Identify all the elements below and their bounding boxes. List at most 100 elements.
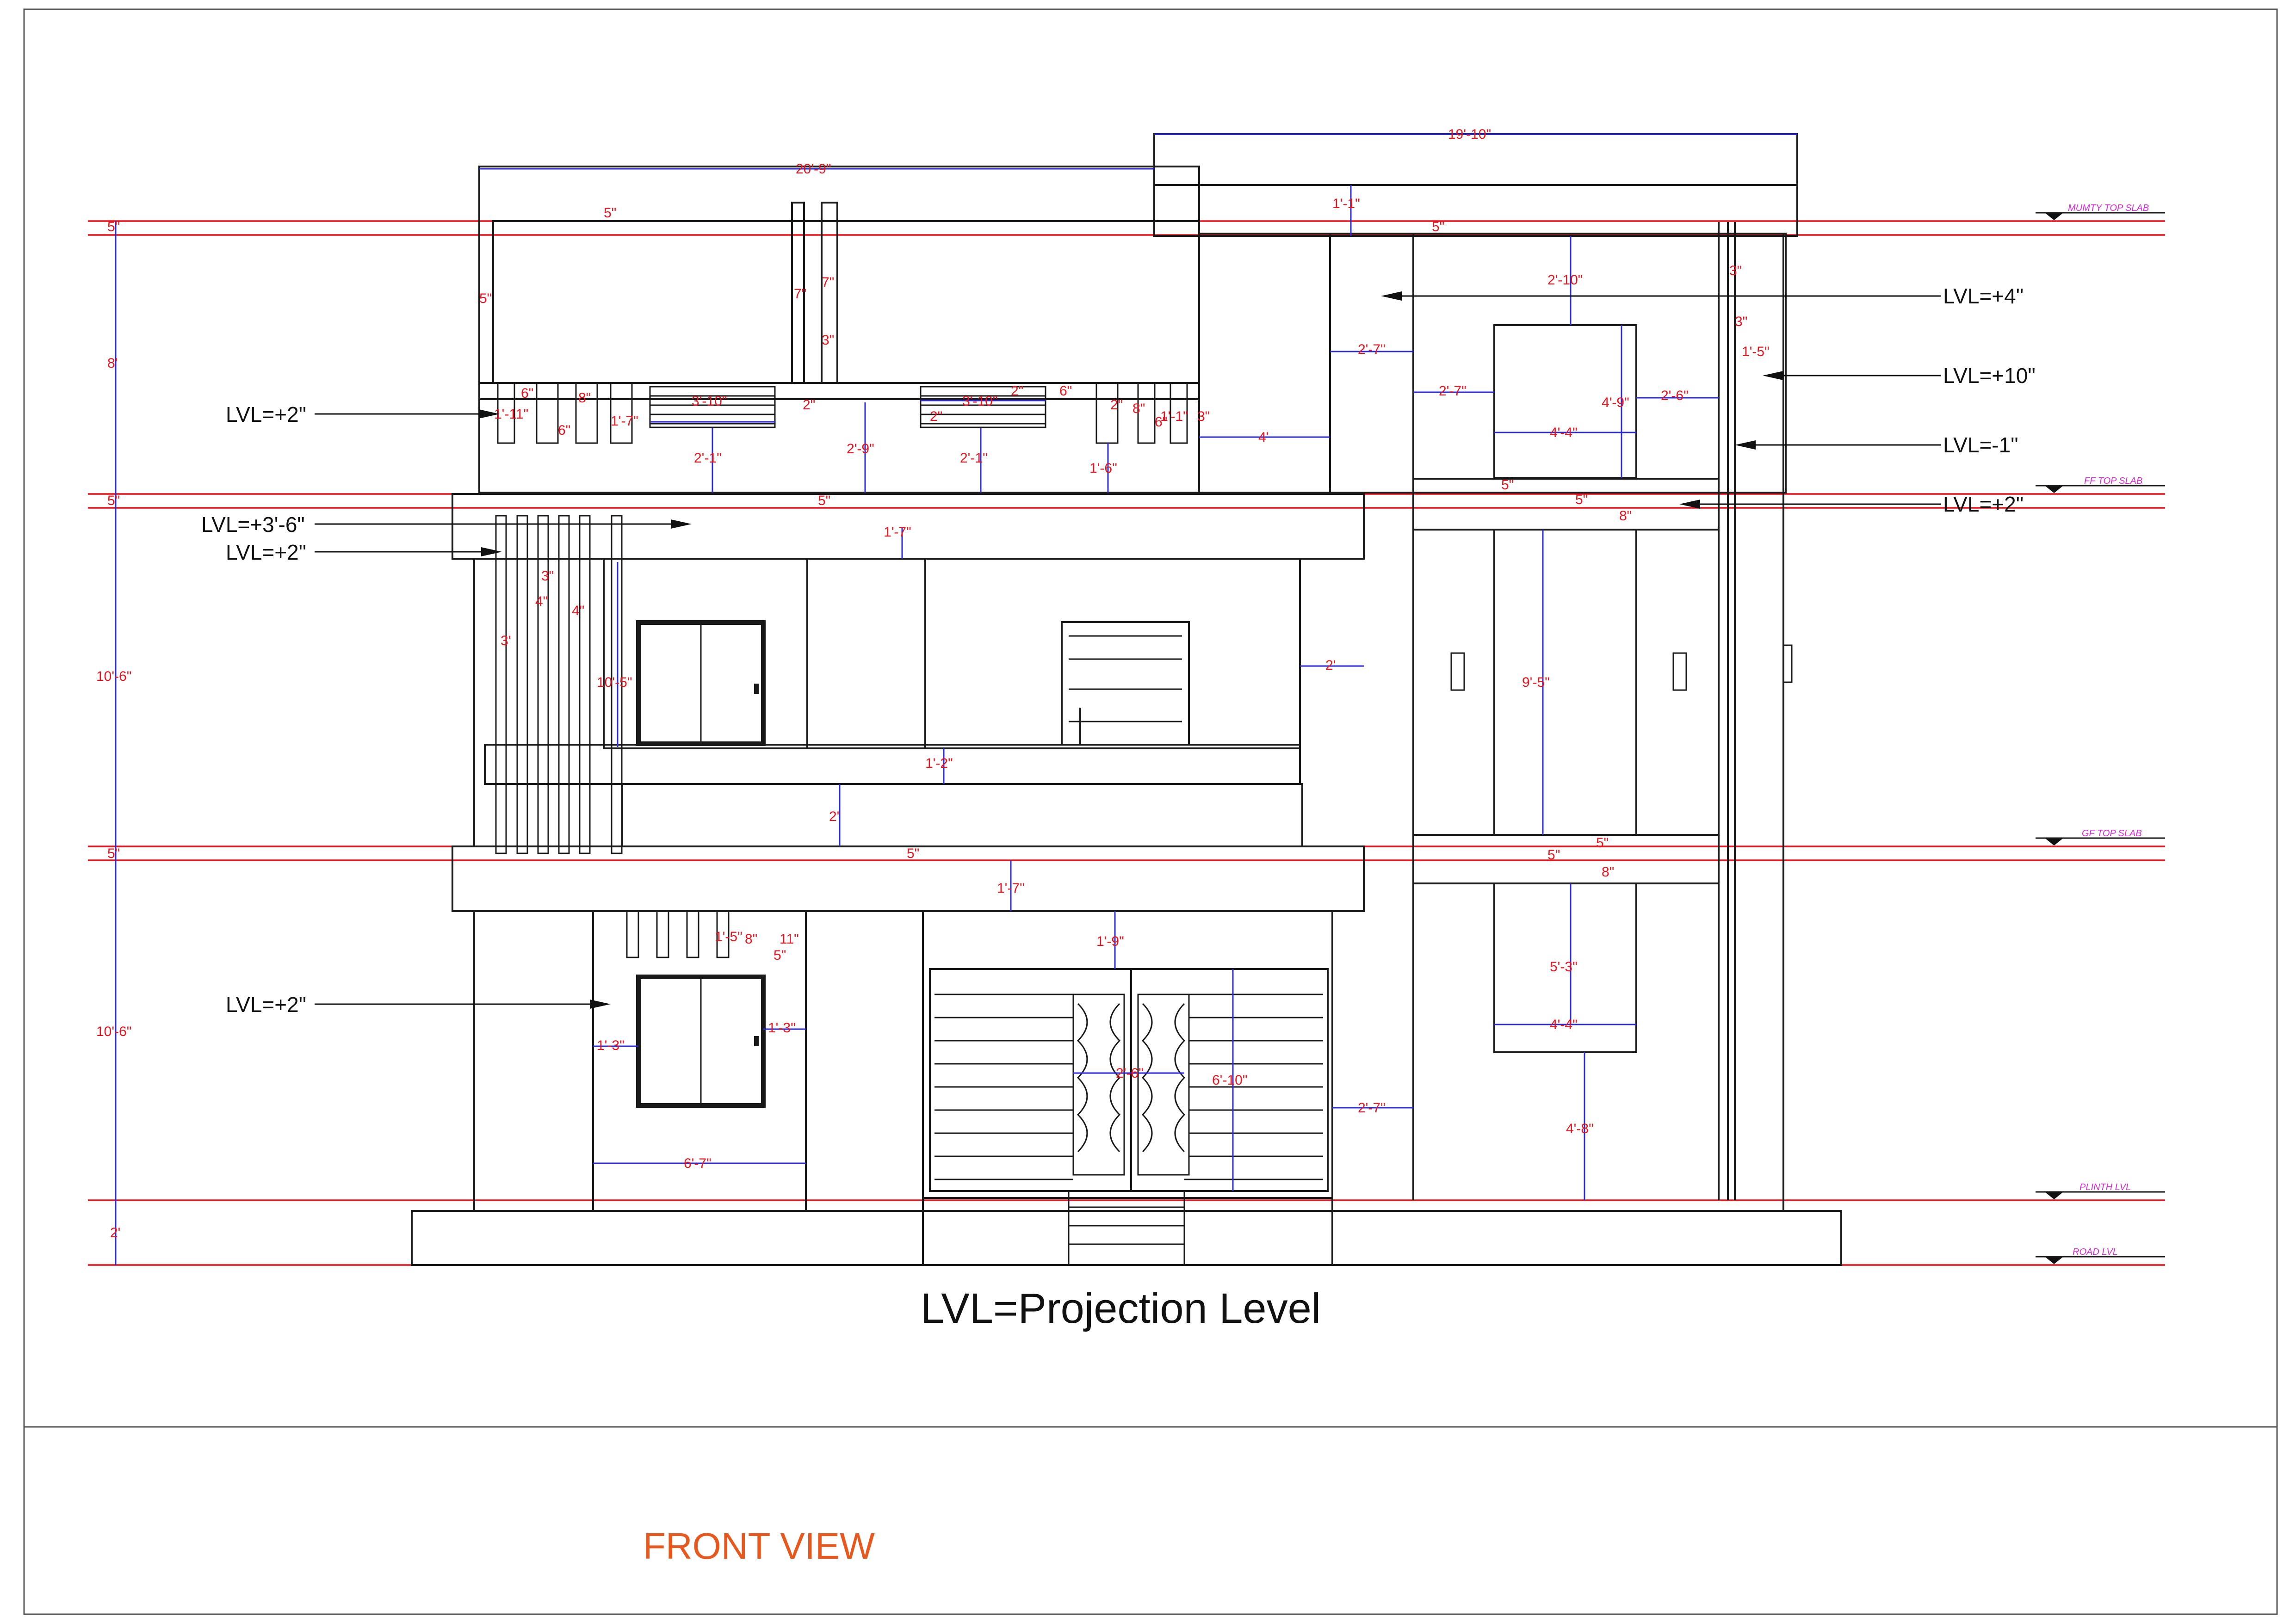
arrowhead [590,1000,611,1009]
level-markers: MUMTY TOP SLAB FF TOP SLAB GF TOP SLAB P… [2036,203,2165,1264]
steps-outline [1068,1190,1185,1266]
gf-window-handle [754,1036,759,1046]
wall-light-fixture [1450,652,1465,691]
fin [611,515,623,854]
level-tag-road: ROAD LVL [2073,1247,2118,1257]
pergola-slat [575,382,598,444]
dim-r19: 2'-1" [960,450,988,466]
level-triangle-road [2045,1257,2063,1264]
dim-gf3: 11" [780,932,799,947]
dim-r5: 1'-7" [611,413,638,429]
dim-gs3: 4'-8" [1566,1121,1594,1136]
sheet-frame [23,8,2278,1615]
dim-r9: 3'-10" [962,394,997,409]
dim-top-width: 20'-9" [796,161,831,177]
dim-r2: 8" [578,390,591,406]
dim-st5: 2'-6" [1661,388,1689,403]
dim-ff-b: 5" [1575,492,1588,507]
dim-gf1: 1'-5" [715,929,743,944]
lvl-left-1: LVL=+2" [226,402,306,426]
sheet-border [23,8,2278,1615]
gf-canopy-slats [626,910,730,958]
vdim-gf-slab: 5" [107,846,120,861]
stair-band-top [1412,478,1720,531]
pergola-slat [1137,382,1156,444]
lvl-right-1: LVL=+4" [1943,284,2024,308]
wall-bracket [1782,644,1793,683]
arrowhead [1679,500,1700,509]
dim-gf2: 8" [745,932,757,947]
ff-window-handle [754,684,759,694]
building [411,133,1842,1266]
level-tag-plinth: PLINTH LVL [2079,1182,2131,1192]
dim-r15: 6" [1155,414,1167,430]
lvl-right-2: LVL=+10" [1943,364,2036,388]
pergola-louvre-panel-right [920,386,1046,428]
mumty-wall [1198,233,1787,494]
dim-st9: 1'-5" [1742,344,1770,359]
dim-fin2: 4" [535,594,548,609]
dim-fin1: 3" [541,568,554,584]
dim-r10: 2" [1011,383,1023,399]
dim-pillar-a: 7" [794,286,806,302]
dim-gf4: 5" [774,948,786,963]
fin [558,515,570,854]
dim-st8: 3" [1735,314,1747,329]
dim-pillar-c: 3" [822,333,834,348]
dimension-texts: 19'-10" 20'-9" 5" 5" 1'-1" 7" 7" 3" 5" 6… [479,127,1770,1171]
dim-st2: 2'-7" [1358,342,1386,357]
gf-slab-projection [452,845,1365,912]
dim-gf9: 2'-7" [1358,1100,1386,1116]
stair-window-ff [1493,529,1637,836]
dim-slab-left: 5" [604,205,616,221]
dim-gs1: 5'-3" [1550,959,1578,975]
dim-bal2: 2' [829,809,839,824]
dim-st7: 3" [1729,263,1742,278]
dim-gf-a: 5" [1596,835,1609,851]
dim-ff-win-h: 10'-5" [597,675,632,690]
gate-louvres [934,994,1323,1180]
vertical-dimension-texts: 5" 8' 5" 10'-6" 5" 10'-6" 2' [96,219,131,1240]
vdim-gf-height: 10'-6" [96,1024,131,1039]
arrowhead [1735,440,1756,450]
gate-jali-panel-left [1072,994,1125,1176]
dim-gf-slab-l: 5" [907,846,919,861]
gf-window-bay [592,910,807,1212]
ff-balcony-slab [484,744,1301,785]
dim-r18: 2'-9" [847,441,874,457]
stair-band-mid [1412,834,1720,884]
ff-facade-panel [603,558,1301,749]
dim-slab-right: 5" [1432,219,1444,235]
dim-gf5: 1'-9" [1096,934,1124,949]
dim-door-w: 2'-6" [1116,1066,1144,1081]
arrowhead [671,519,692,529]
dim-gf6: 1'-3" [597,1038,625,1053]
level-triangle-gf [2045,838,2063,845]
terrace-parapet-inner [492,220,1200,384]
canopy-slat [626,910,639,958]
dim-r16: 3" [1197,409,1210,424]
stair-window-gf [1493,882,1637,1053]
dim-gf-b: 5" [1547,847,1560,863]
dim-parapet-side: 5" [479,291,492,306]
canopy-slat [686,910,699,958]
terrace-column-b [821,202,838,384]
dim-ff-a: 5" [1501,477,1514,493]
level-lines [88,220,2165,1266]
dim-door-h: 6'-10" [1212,1073,1247,1088]
projection-callouts: LVL=+4" LVL=+10" LVL=-1" LVL=+2" LVL=+2"… [201,284,2036,1017]
dim-ff-c: 8" [1619,508,1632,524]
pergola-slat [610,382,633,444]
vdim-mumty-height: 8' [107,356,118,371]
main-gate [929,968,1329,1192]
dim-r14: 1'-1" [1160,409,1188,424]
jali-curve [1109,1003,1121,1153]
dim-r1: 6" [521,386,533,401]
dim-mumty-width: 19'-10" [1448,127,1491,142]
dim-r3: 1'-11" [494,407,528,422]
jali-curve [1077,1003,1088,1153]
dim-pillar-b: 7" [822,275,834,290]
pergola-slat [1170,382,1188,444]
vertical-fins [495,515,623,854]
ff-balcony-parapet [621,783,1303,847]
